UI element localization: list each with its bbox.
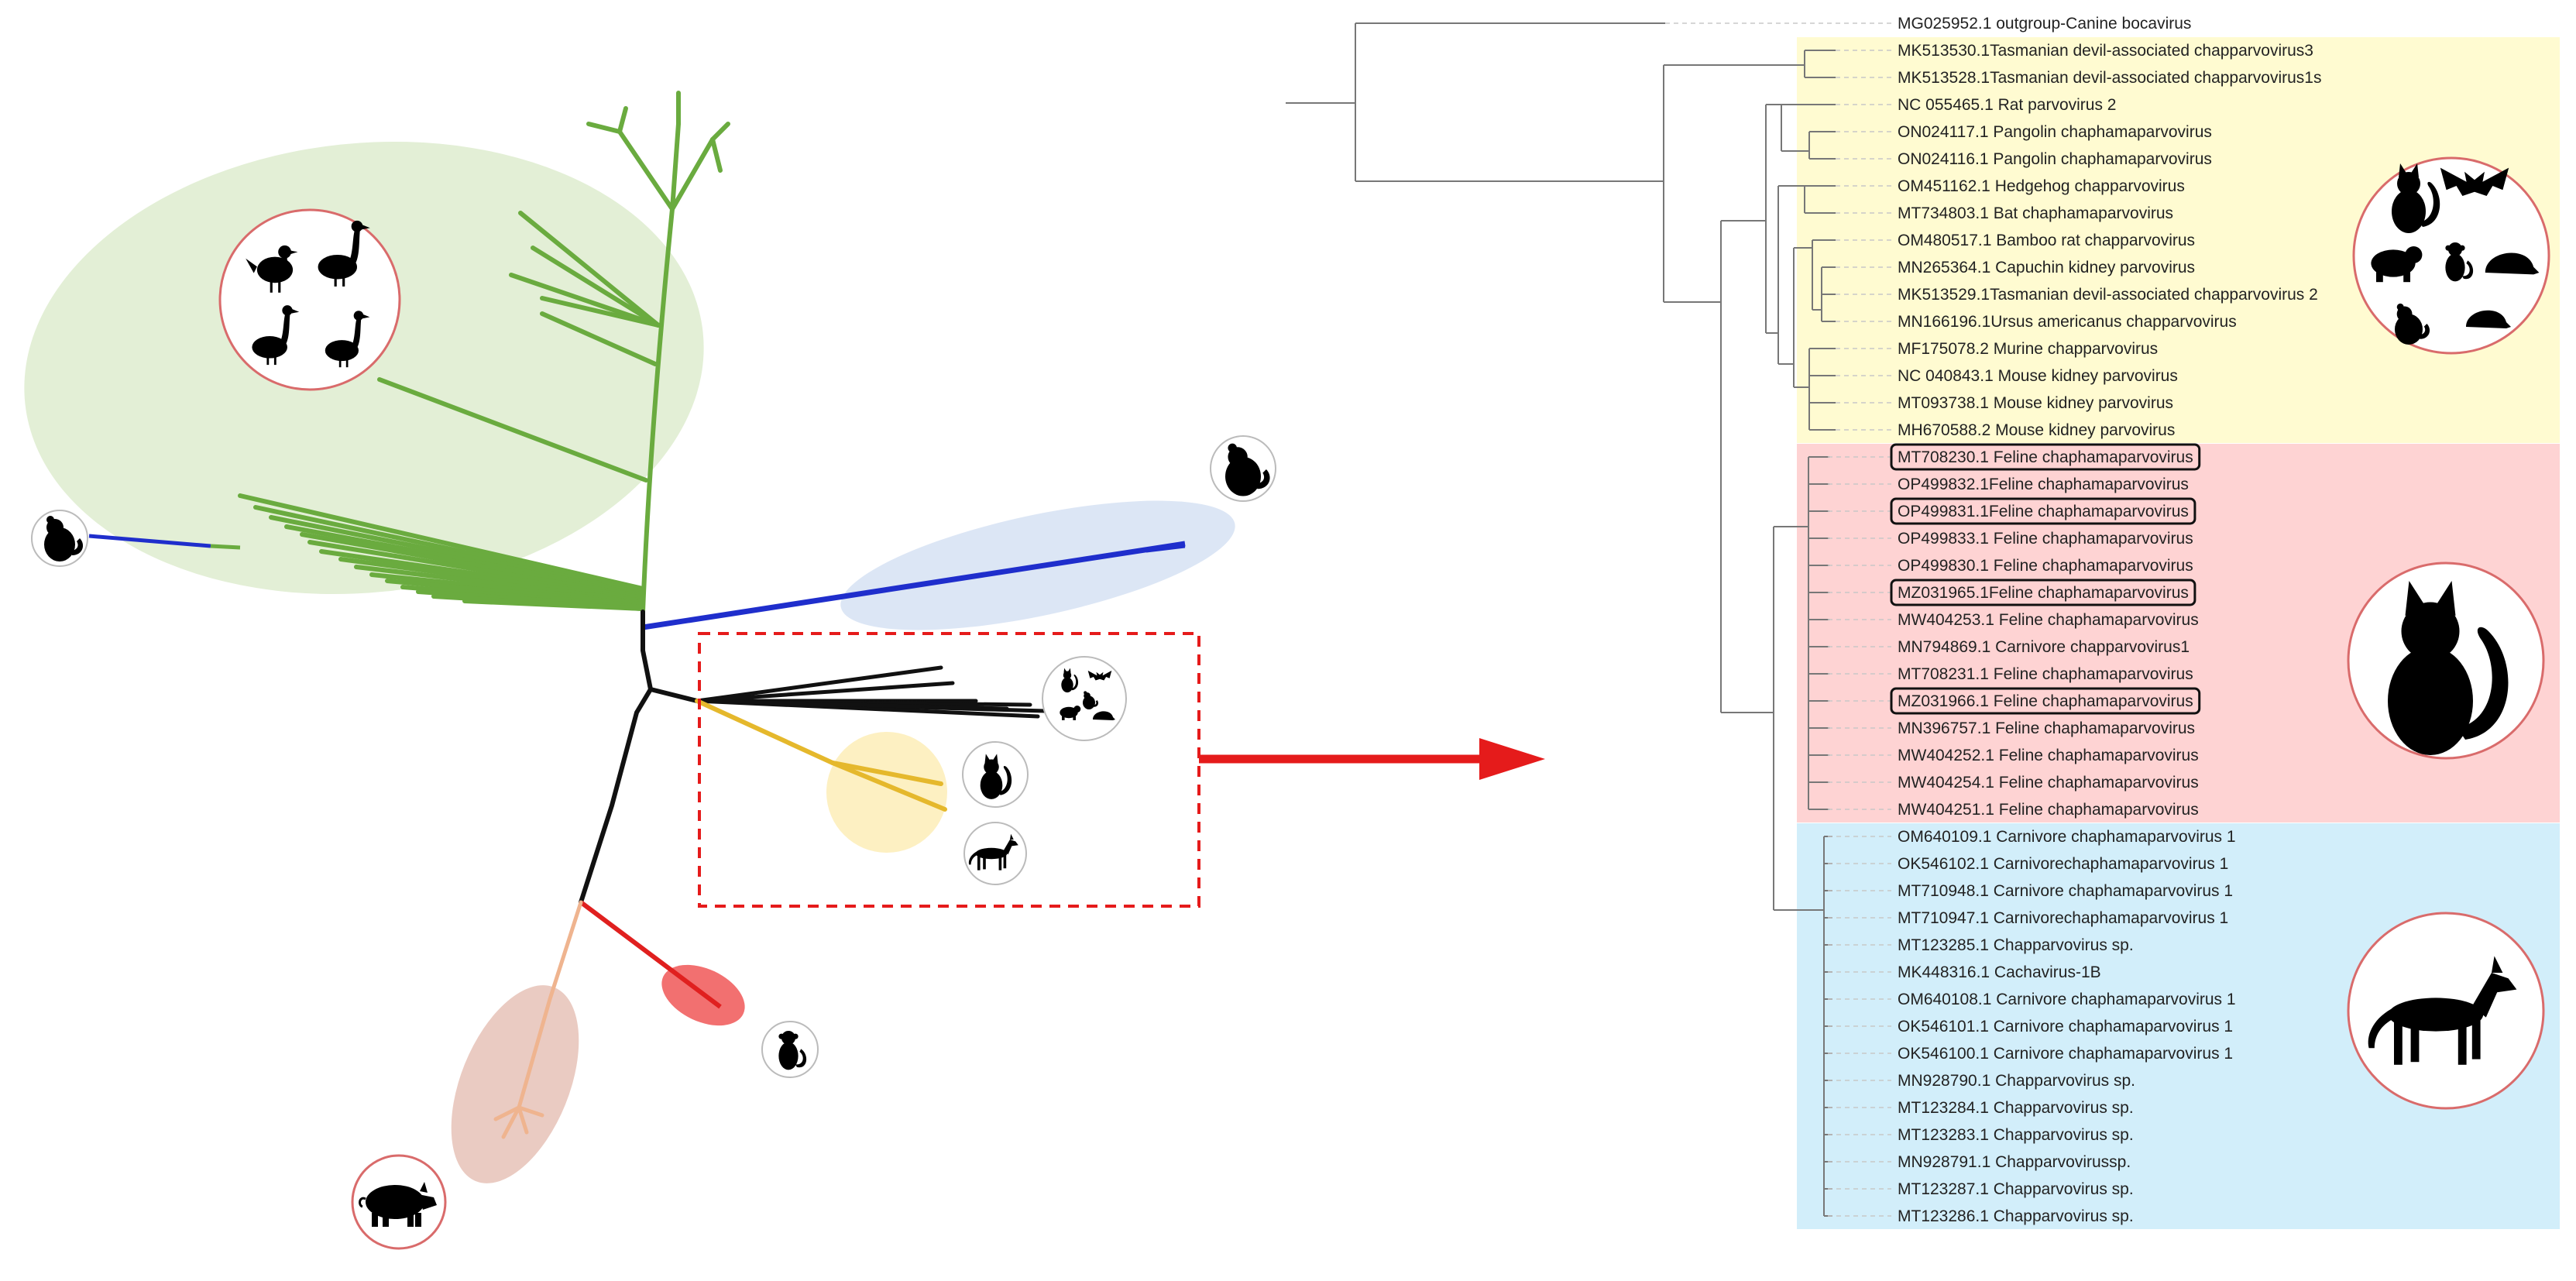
tip-label: MT710948.1 Carnivore chaphamaparvovirus … [1898, 882, 2233, 900]
tip-label: MT123283.1 Chapparvovirus sp. [1898, 1126, 2134, 1144]
zoom-arrow [1199, 738, 1545, 780]
highlight-box [1890, 579, 2196, 606]
small-dog-icon [963, 822, 1027, 885]
tip-label: OP499832.1Feline chaphamaparvovirus [1898, 476, 2189, 493]
tip-label: MT734803.1 Bat chaphamaparvovirus [1898, 204, 2173, 222]
tip-label: MN928791.1 Chapparvovirussp. [1898, 1153, 2131, 1171]
tip-label: MN166196.1Ursus americanus chapparvoviru… [1898, 313, 2237, 331]
cat-icon [2347, 562, 2545, 760]
tip-label: MW404251.1 Feline chaphamaparvovirus [1898, 801, 2199, 819]
tip-label: MK513530.1Tasmanian devil-associated cha… [1898, 42, 2313, 60]
mixed-hosts-small-icon [1042, 656, 1127, 741]
tip-label: OK546102.1 Carnivorechaphamaparvovirus 1 [1898, 855, 2228, 873]
tip-label: MN928790.1 Chapparvovirus sp. [1898, 1072, 2135, 1090]
rooted-tree-branches [1286, 22, 1836, 1217]
chaphamaparvovirus-clade-branches [695, 665, 1048, 719]
avian-clade-branches [238, 91, 730, 614]
tip-label: MG025952.1 outgroup-Canine bocavirus [1898, 15, 2191, 33]
red-clade-branch [579, 900, 722, 1009]
tip-label: OP499830.1 Feline chaphamaparvovirus [1898, 557, 2193, 575]
tip-labels: MG025952.1 outgroup-Canine bocavirusMK51… [1898, 15, 2321, 1225]
tip-label: NC 055465.1 Rat parvovirus 2 [1898, 96, 2117, 114]
tip-label: NC 040843.1 Mouse kidney parvovirus [1898, 367, 2178, 385]
tip-label: OM640108.1 Carnivore chaphamaparvovirus … [1898, 991, 2236, 1008]
feline-clade-highlight [826, 732, 947, 853]
avian-hosts-icon [218, 208, 401, 391]
blue-clade-branch [642, 541, 1186, 630]
highlight-box [1890, 687, 2201, 715]
highlight-boxes [1890, 443, 2201, 715]
left-rodent-icon [31, 510, 88, 567]
tip-label: MW404252.1 Feline chaphamaparvovirus [1898, 747, 2199, 764]
tip-label: MK448316.1 Cachavirus-1B [1898, 963, 2101, 981]
pig-icon [351, 1154, 447, 1250]
feline-canine-branches [695, 699, 947, 812]
tip-label: OM480517.1 Bamboo rat chapparvovirus [1898, 232, 2195, 249]
tip-label: MT708230.1 Feline chaphamaparvovirus [1898, 448, 2193, 466]
selected-clade-box [698, 632, 1200, 908]
tip-label: MT710947.1 Carnivorechaphamaparvovirus 1 [1898, 909, 2228, 927]
highlight-box [1890, 497, 2196, 525]
small-cat-icon [962, 741, 1029, 808]
tip-label: MW404254.1 Feline chaphamaparvovirus [1898, 774, 2199, 792]
tip-label: MN794869.1 Carnivore chapparvovirus1 [1898, 638, 2190, 656]
tip-label: OM451162.1 Hedgehog chapparvovirus [1898, 177, 2185, 195]
swine-clade-branches [493, 900, 583, 1139]
tip-label: MN396757.1 Feline chaphamaparvovirus [1898, 719, 2195, 737]
tip-label: MK513529.1Tasmanian devil-associated cha… [1898, 286, 2318, 304]
primate-icon [761, 1021, 819, 1078]
tip-label: OP499831.1Feline chaphamaparvovirus [1898, 503, 2189, 520]
swine-clade-highlight [451, 985, 579, 1183]
tip-label: MT123284.1 Chapparvovirus sp. [1898, 1099, 2134, 1117]
blue-rodent-icon [1210, 435, 1276, 502]
tip-guides [1665, 22, 1891, 1217]
dog-icon [2347, 912, 2545, 1110]
tip-label: MT123286.1 Chapparvovirus sp. [1898, 1207, 2134, 1225]
tree-backbone [579, 610, 699, 905]
tip-label: MN265364.1 Capuchin kidney parvovirus [1898, 259, 2195, 276]
highlight-box [1890, 443, 2201, 471]
blue-clade-tip [1145, 545, 1186, 553]
tip-label: MW404253.1 Feline chaphamaparvovirus [1898, 611, 2199, 629]
tip-label: MF175078.2 Murine chapparvovirus [1898, 340, 2158, 358]
left-rodent-branch [88, 534, 211, 548]
tip-label: OK546100.1 Carnivore chaphamaparvovirus … [1898, 1045, 2233, 1063]
tip-label: MK513528.1Tasmanian devil-associated cha… [1898, 69, 2321, 87]
tip-label: MZ031965.1Feline chaphamaparvovirus [1898, 584, 2189, 602]
tip-label: MZ031966.1 Feline chaphamaparvovirus [1898, 692, 2193, 710]
tip-label: OP499833.1 Feline chaphamaparvovirus [1898, 530, 2193, 548]
tip-label: MH670588.2 Mouse kidney parvovirus [1898, 421, 2175, 439]
tip-label: MT708231.1 Feline chaphamaparvovirus [1898, 665, 2193, 683]
tip-label: MT123285.1 Chapparvovirus sp. [1898, 936, 2134, 954]
tip-label: OK546101.1 Carnivore chaphamaparvovirus … [1898, 1018, 2233, 1035]
tip-label: MT093738.1 Mouse kidney parvovirus [1898, 394, 2173, 412]
tip-label: ON024117.1 Pangolin chaphamaparvovirus [1898, 123, 2212, 141]
left-rodent-branch-base [210, 544, 241, 550]
mixed-hosts-icon [2352, 156, 2550, 355]
tip-label: MT123287.1 Chapparvovirus sp. [1898, 1180, 2134, 1198]
tip-label: OM640109.1 Carnivore chaphamaparvovirus … [1898, 828, 2236, 846]
tip-label: ON024116.1 Pangolin chaphamaparvovirus [1898, 150, 2212, 168]
